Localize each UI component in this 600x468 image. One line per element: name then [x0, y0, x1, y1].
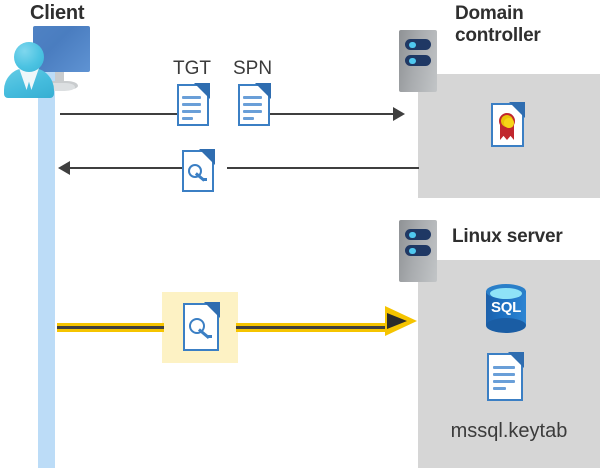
document-text-line [243, 110, 262, 113]
service-ticket-arrow-line-right [236, 323, 389, 332]
document-text-line [243, 96, 262, 99]
certificate-seal-icon [498, 113, 516, 140]
rack-bar [405, 39, 431, 50]
spn-label: SPN [233, 58, 273, 79]
document-text-line [182, 96, 201, 99]
request-arrowhead [393, 107, 405, 121]
document-text-line [182, 103, 201, 106]
document-text-line [493, 366, 515, 369]
rack-bar [405, 55, 431, 66]
response-arrow-line-left [70, 167, 182, 169]
server-rack-icon [399, 30, 437, 92]
response-arrow-line-right [227, 167, 419, 169]
service-ticket-arrow-line-left [57, 323, 164, 332]
user-at-computer-icon [4, 26, 90, 98]
document-text-line [493, 387, 506, 390]
key-document-icon [182, 149, 215, 192]
keytab-document-icon [487, 352, 524, 401]
client-title: Client [30, 2, 85, 24]
rack-bar [405, 245, 431, 256]
seal-medal [499, 113, 515, 129]
service-ticket-key-document-icon [183, 302, 220, 351]
tgt-label: TGT [173, 58, 211, 79]
document-text-line [182, 110, 201, 113]
key-tooth [207, 335, 212, 338]
monitor-neck [55, 72, 64, 83]
spn-document-icon [238, 83, 271, 126]
sql-database-label: SQL [491, 299, 521, 316]
seal-medal-center [504, 118, 514, 128]
response-arrowhead [58, 161, 70, 175]
rack-led-icon [409, 247, 416, 254]
domain-controller-title: Domain controller [455, 3, 541, 47]
person-head [14, 42, 44, 72]
server-rack-icon [399, 220, 437, 282]
seal-ribbon [500, 123, 507, 140]
service-ticket-arrowhead [385, 306, 417, 336]
document-text-line [243, 103, 262, 106]
key-ring [188, 164, 202, 178]
request-arrow-line-right [270, 113, 393, 115]
key-ring [189, 318, 205, 334]
rack-led-icon [409, 57, 416, 64]
arrowhead-fill [387, 313, 407, 329]
document-text-line [493, 373, 515, 376]
cylinder-bottom [486, 318, 526, 333]
request-arrow-line-left [60, 113, 177, 115]
document-text-line [182, 117, 193, 120]
client-lifeline [38, 72, 55, 468]
cylinder-top-inner [490, 287, 522, 299]
key-tooth [203, 178, 207, 181]
linux-server-title: Linux server [452, 226, 563, 247]
monitor-base-highlight [45, 83, 75, 91]
document-text-line [243, 117, 254, 120]
monitor-screen [33, 26, 90, 72]
seal-ribbon [507, 123, 514, 140]
rack-bar [405, 229, 431, 240]
sql-database-icon: SQL [486, 283, 526, 333]
document-text-line [493, 380, 515, 383]
tgt-document-icon [177, 83, 210, 126]
rack-led-icon [409, 231, 416, 238]
certificate-document-icon [491, 102, 525, 147]
cylinder-top [486, 284, 526, 299]
rack-led-icon [409, 41, 416, 48]
keytab-filename-label: mssql.keytab [450, 420, 568, 442]
